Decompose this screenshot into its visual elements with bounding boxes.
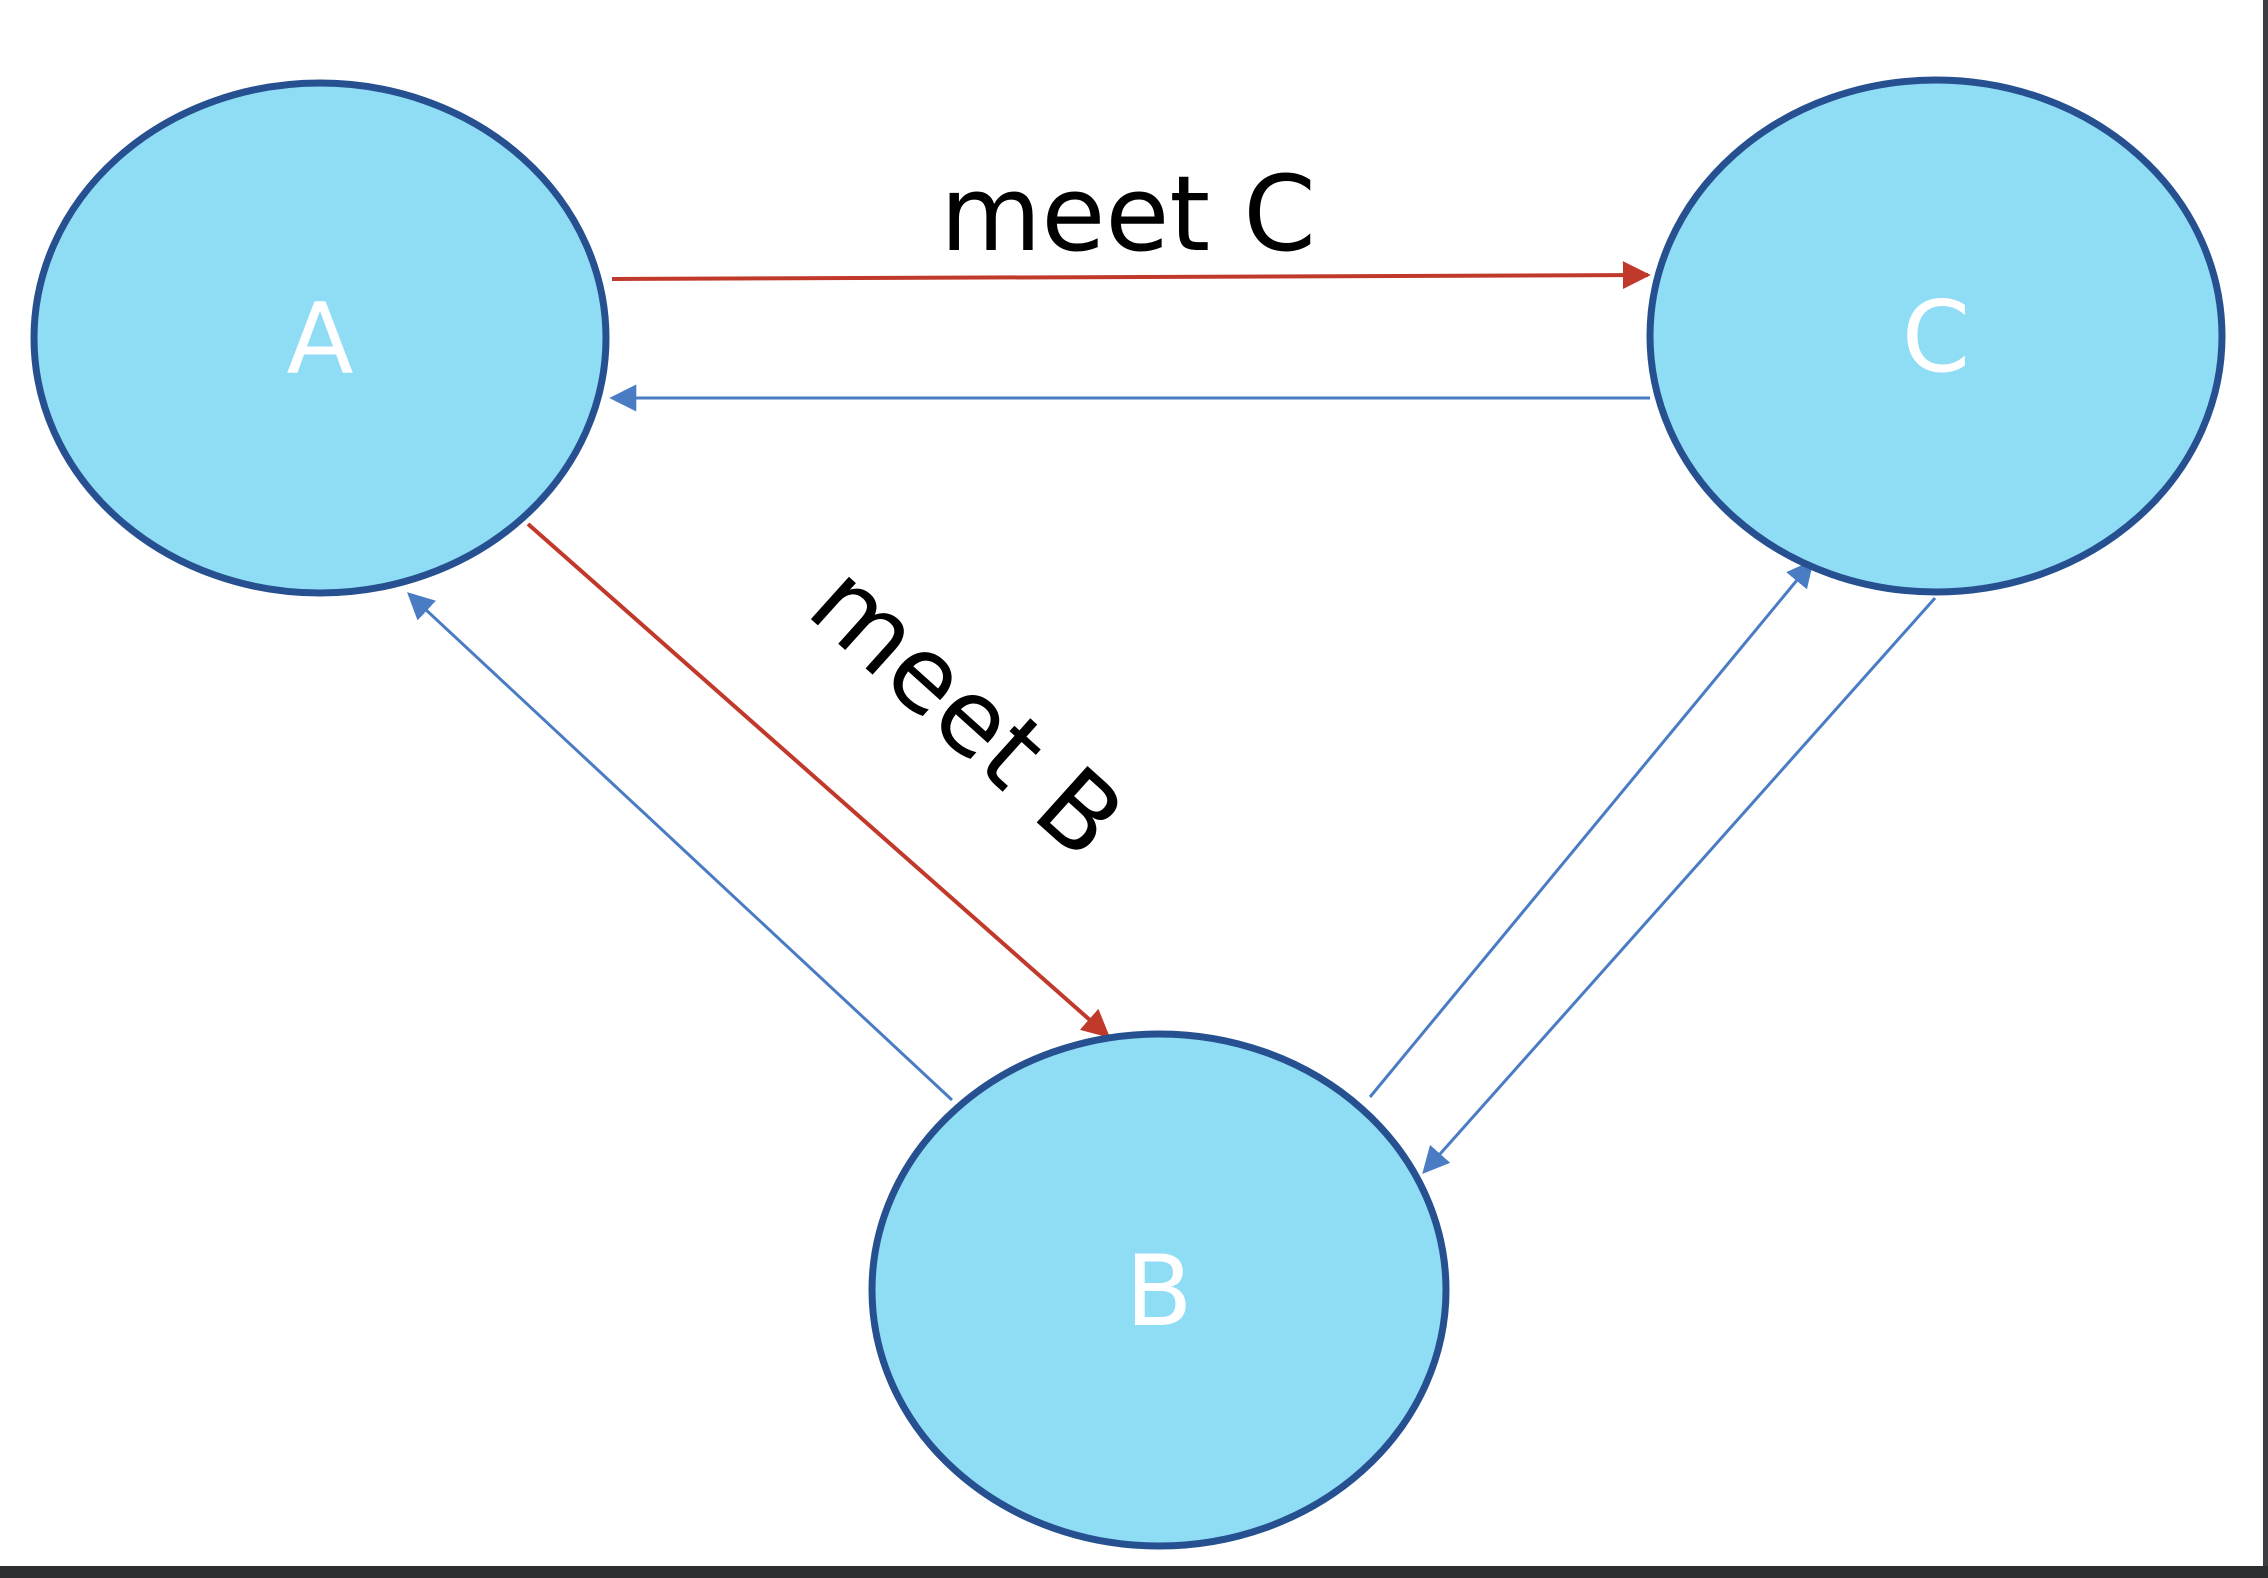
edge-a-to-b xyxy=(526,522,1111,1038)
edge-label-meet-c: meet C xyxy=(940,153,1316,275)
node-a-circle xyxy=(30,79,610,597)
edge-b-to-a xyxy=(407,592,954,1102)
window-edge xyxy=(2263,0,2268,1566)
edge-a-to-c xyxy=(611,261,1651,290)
bottom-bar xyxy=(0,1566,2268,1578)
node-a[interactable]: A xyxy=(30,79,610,597)
node-a-label: A xyxy=(286,283,353,397)
node-c-circle xyxy=(1646,76,2226,596)
edge-label-meet-b: meet B xyxy=(787,541,1147,882)
node-b-label: B xyxy=(1125,1235,1192,1349)
edge-c-to-b xyxy=(1422,597,1937,1175)
node-c[interactable]: C xyxy=(1646,76,2226,596)
edge-b-to-c xyxy=(1368,559,1814,1098)
node-b[interactable]: B xyxy=(868,1030,1450,1550)
node-c-label: C xyxy=(1902,281,1970,395)
node-b-circle xyxy=(868,1030,1450,1550)
